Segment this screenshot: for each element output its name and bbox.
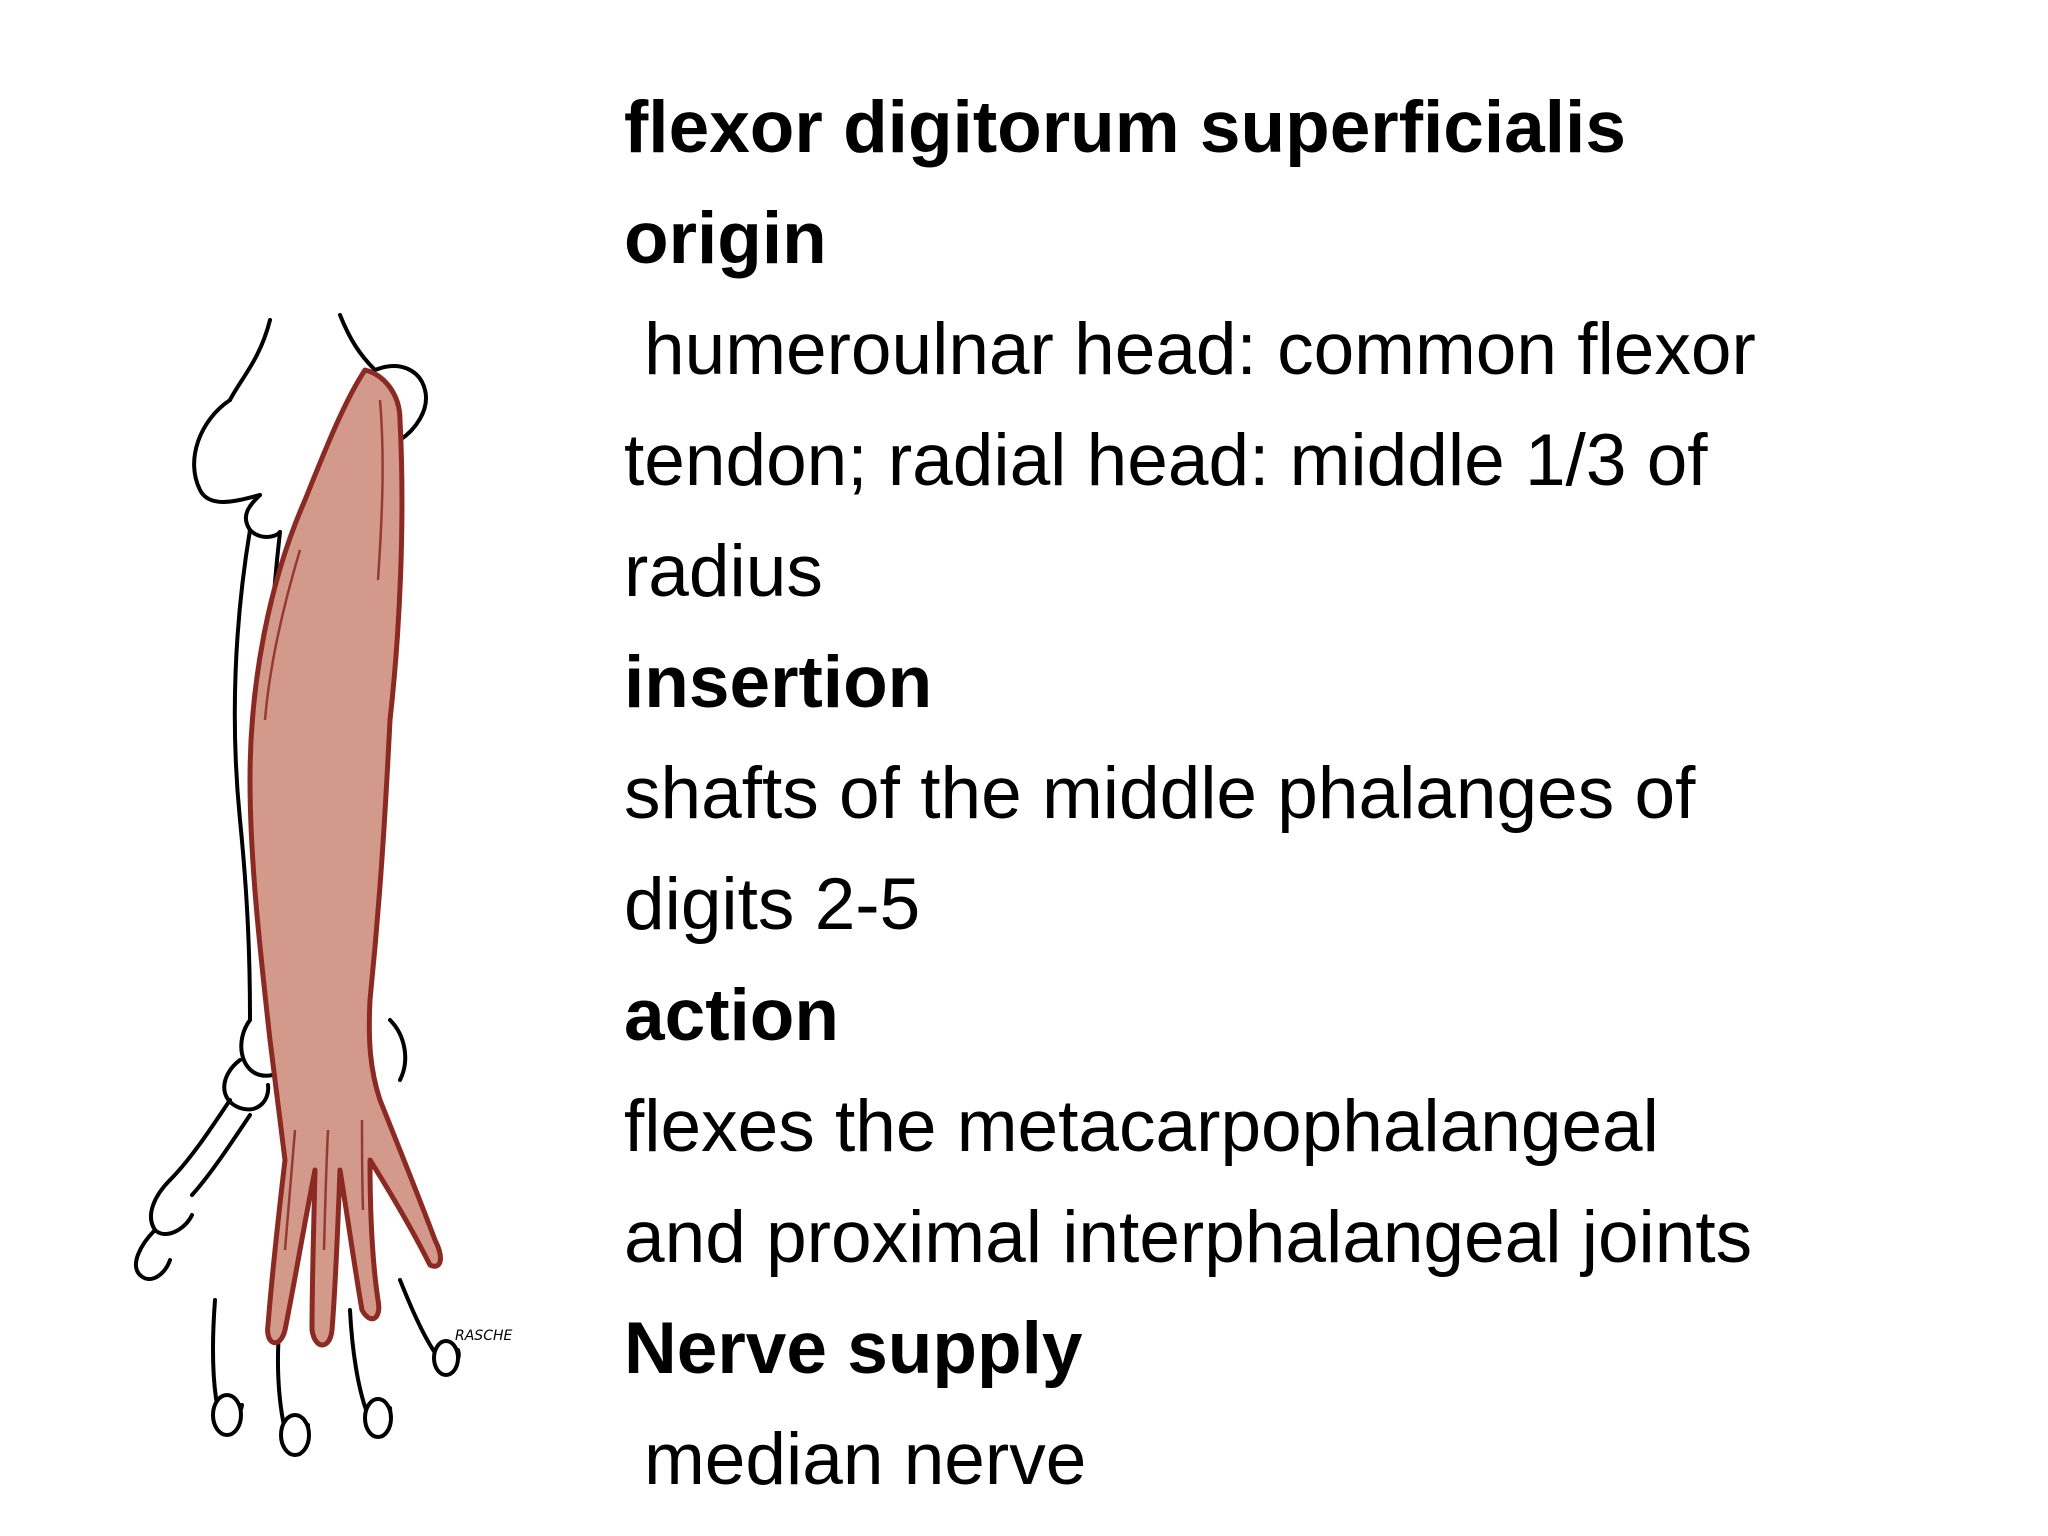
origin-line-3: radius	[624, 531, 823, 612]
fingertips	[211, 1339, 460, 1457]
action-line-1: flexes the metacarpophalangeal	[624, 1086, 1659, 1167]
muscle-shading	[263, 399, 384, 1251]
forearm-muscle-illustration: RASCHE	[100, 300, 620, 1460]
artist-signature: RASCHE	[455, 1328, 512, 1344]
action-line-2: and proximal interphalangeal joints	[624, 1197, 1753, 1278]
origin-line-1: humeroulnar head: common flexor	[644, 309, 1756, 390]
insertion-line-2: digits 2-5	[624, 864, 921, 945]
origin-line-2: tendon; radial head: middle 1/3 of	[624, 420, 1708, 501]
action-heading: action	[624, 975, 839, 1056]
nerve-supply-heading: Nerve supply	[624, 1308, 1083, 1389]
insertion-line-1: shafts of the middle phalanges of	[624, 753, 1696, 834]
nerve-supply-line-1: median nerve	[644, 1419, 1087, 1500]
origin-heading: origin	[624, 198, 827, 279]
forearm-anatomy-drawing: RASCHE	[134, 313, 512, 1457]
muscle-description: flexor digitorum superficialis origin hu…	[624, 72, 2014, 1515]
page-title: flexor digitorum superficialis	[624, 87, 1626, 168]
insertion-heading: insertion	[624, 642, 933, 723]
muscle-belly	[247, 367, 443, 1348]
